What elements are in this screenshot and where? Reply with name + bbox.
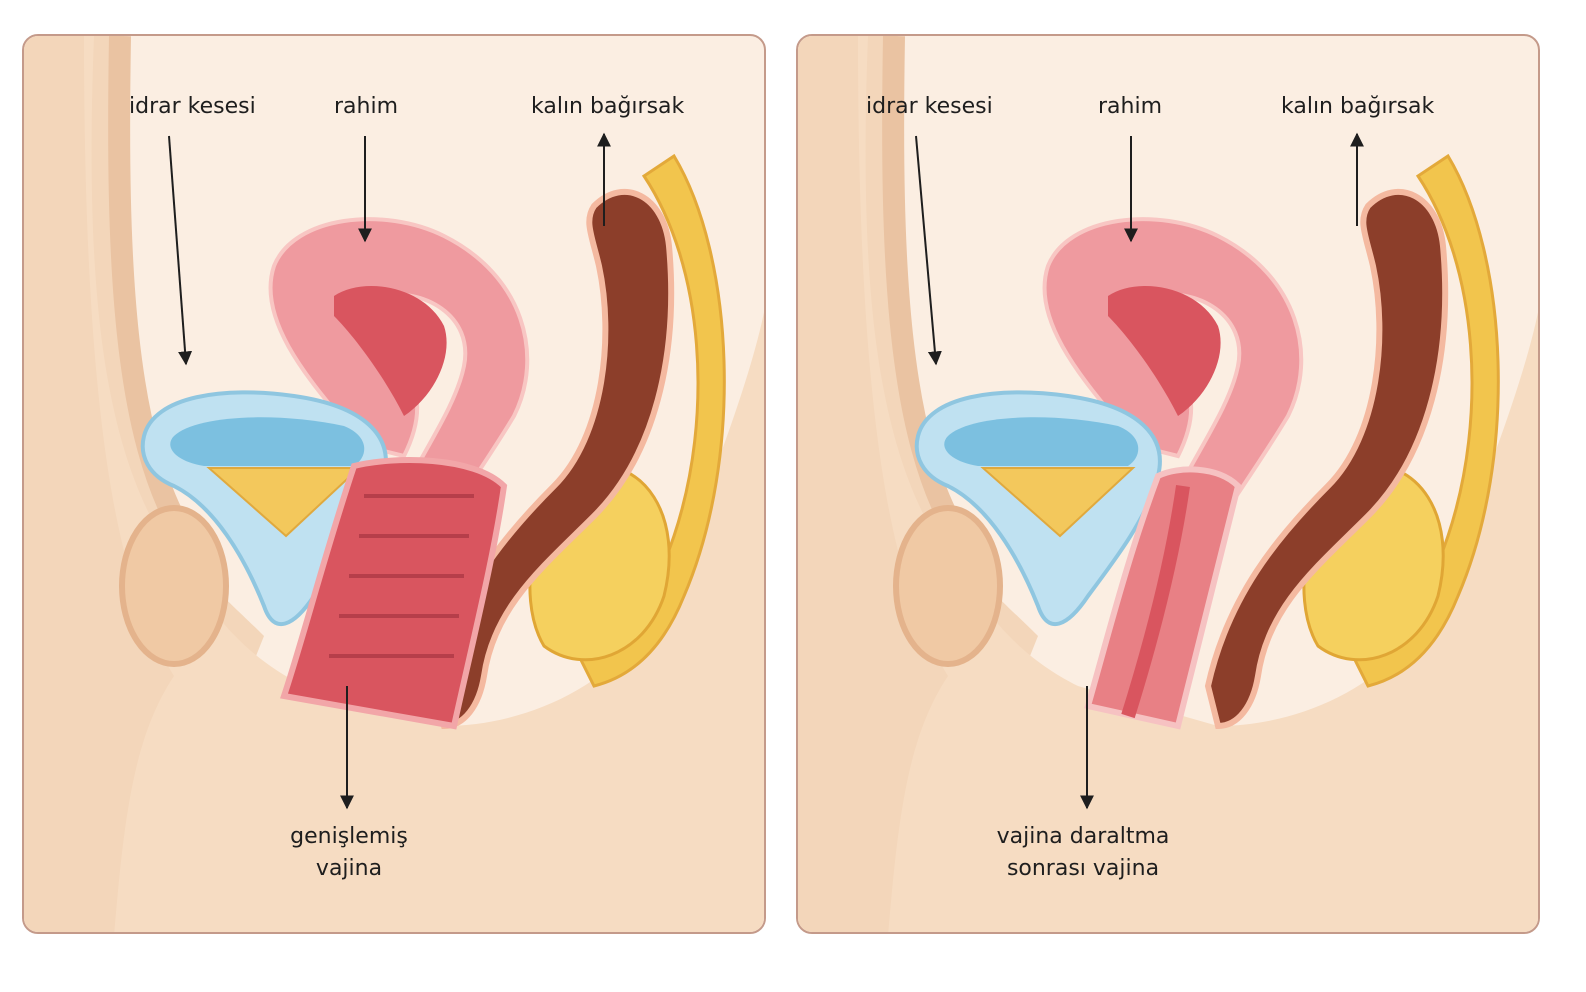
label-vagina-line1: vajina daraltma: [996, 824, 1170, 849]
arrow-bladder: [168, 135, 193, 366]
bladder-fluid: [170, 417, 365, 466]
pubic-bone: [119, 505, 229, 667]
label-uterus: rahim: [1098, 94, 1163, 119]
label-vagina-line2: vajina: [315, 856, 383, 881]
vagina-folds: [329, 494, 474, 658]
label-bladder: idrar kesesi: [866, 94, 993, 119]
label-colon: kalın bağırsak: [1281, 94, 1435, 119]
label-vagina-line1: genişlemiş: [290, 824, 408, 849]
label-vagina-line2: sonrası vajina: [1006, 856, 1160, 881]
spine-column: [1350, 153, 1500, 688]
bladder-fluid: [944, 417, 1139, 466]
skin-edge: [108, 36, 194, 542]
vagina-widened: [280, 457, 508, 730]
urine: [206, 467, 362, 538]
body-skin: [84, 36, 764, 932]
colon: [430, 188, 675, 730]
label-uterus: rahim: [334, 94, 399, 119]
uterine-cavity: [1108, 286, 1221, 416]
pubic-bone: [893, 505, 1003, 667]
colon: [1204, 188, 1449, 730]
panel-before: idrar kesesi rahim kalın bağırsak genişl…: [22, 34, 766, 934]
anatomy-diagram-after: [798, 36, 1538, 932]
spine-column: [576, 153, 726, 688]
arrow-bladder: [915, 135, 942, 366]
anatomy-diagram-before: [24, 36, 764, 932]
label-colon: kalın bağırsak: [531, 94, 685, 119]
urine: [980, 467, 1136, 538]
uterine-cavity: [334, 286, 447, 416]
vagina-canal: [1121, 485, 1190, 719]
panel-after: idrar kesesi rahim kalın bağırsak vajina…: [796, 34, 1540, 934]
body-skin: [858, 36, 1538, 932]
skin-edge: [882, 36, 968, 542]
label-bladder: idrar kesesi: [129, 94, 256, 119]
